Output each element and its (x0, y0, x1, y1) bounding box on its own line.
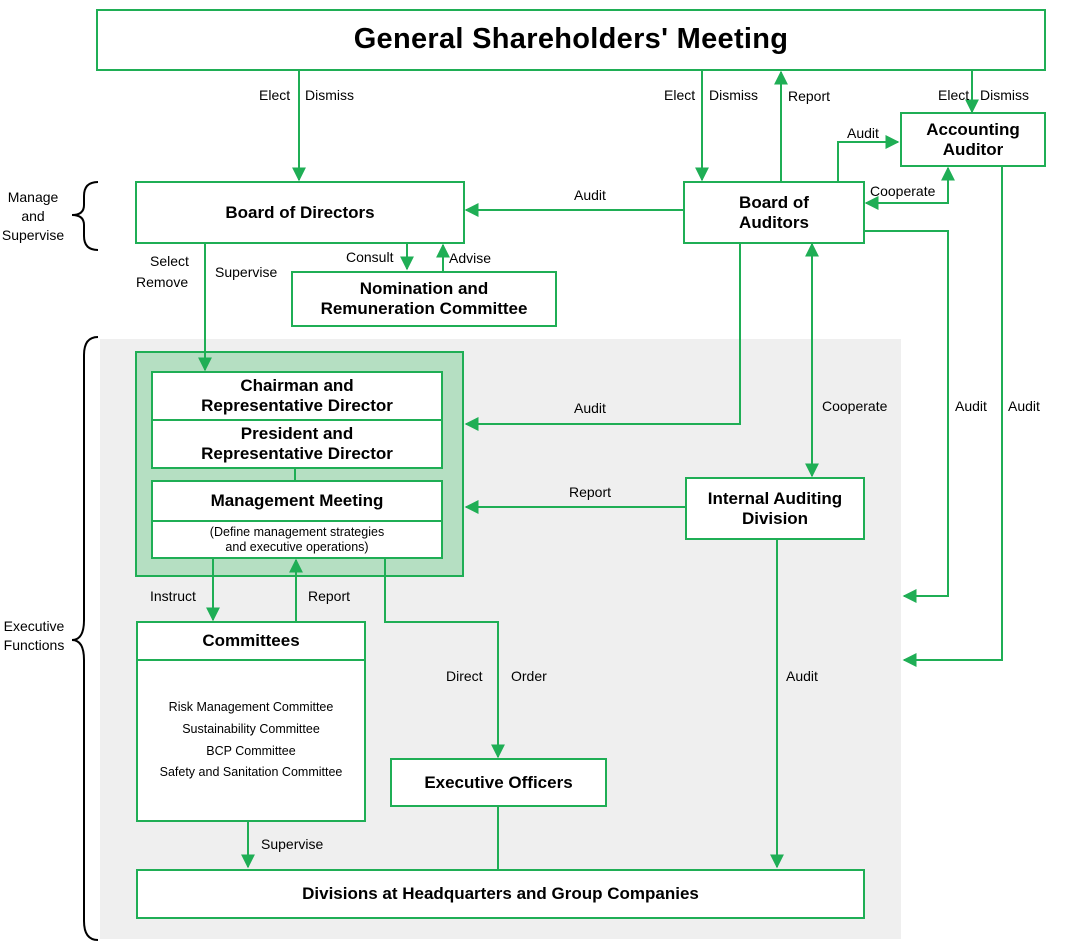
accounting-auditor-box: Accounting Auditor (900, 112, 1046, 167)
committee-item: Sustainability Committee (182, 721, 320, 736)
label-elect: Elect (259, 87, 291, 103)
label-direct: Direct (446, 668, 483, 684)
label-elect: Elect (664, 87, 696, 103)
label-dismiss: Dismiss (709, 87, 758, 103)
label-supervise: Supervise (215, 264, 278, 280)
label-report: Report (569, 484, 612, 500)
committee-item: Safety and Sanitation Committee (159, 765, 343, 780)
label-dismiss: Dismiss (305, 87, 354, 103)
label-consult: Consult (346, 249, 394, 265)
label-audit: Audit (574, 187, 606, 203)
manage-supervise-label: Manage and Supervise (1, 189, 65, 243)
nomination-remuneration-committee-box: Nomination and Remuneration Committee (291, 271, 557, 327)
board-of-auditors-box: Board of Auditors (683, 181, 865, 244)
divisions-box: Divisions at Headquarters and Group Comp… (136, 869, 865, 919)
management-meeting-description: (Define management strategies and execut… (151, 520, 443, 559)
label-report: Report (788, 88, 831, 104)
president-representative-director-box: President and Representative Director (151, 419, 443, 469)
label-supervise: Supervise (261, 836, 324, 852)
chairman-representative-director-box: Chairman and Representative Director (151, 371, 443, 421)
label-audit: Audit (786, 668, 818, 684)
label-order: Order (511, 668, 547, 684)
label-audit: Audit (847, 125, 879, 141)
executive-functions-label: Executive Functions (3, 618, 65, 653)
committees-title-box: Committees (136, 621, 366, 661)
committee-item: BCP Committee (206, 743, 296, 758)
label-select: Select (150, 253, 189, 269)
label-remove: Remove (136, 274, 189, 290)
committees-list-box: Risk Management Committee Sustainability… (136, 659, 366, 822)
executive-officers-box: Executive Officers (390, 758, 607, 807)
label-instruct: Instruct (150, 588, 196, 604)
label-cooperate: Cooperate (822, 398, 888, 414)
label-audit: Audit (574, 400, 606, 416)
board-of-directors-box: Board of Directors (135, 181, 465, 244)
general-shareholders-meeting-box: General Shareholders' Meeting (96, 9, 1046, 71)
label-advise: Advise (449, 250, 492, 266)
label-audit: Audit (955, 398, 987, 414)
management-meeting-box: Management Meeting (151, 480, 443, 522)
label-audit: Audit (1008, 398, 1040, 414)
committee-item: Risk Management Committee (168, 699, 334, 714)
label-dismiss: Dismiss (980, 87, 1029, 103)
label-cooperate: Cooperate (870, 183, 936, 199)
internal-auditing-division-box: Internal Auditing Division (685, 477, 865, 540)
label-elect: Elect (938, 87, 970, 103)
label-report: Report (308, 588, 351, 604)
